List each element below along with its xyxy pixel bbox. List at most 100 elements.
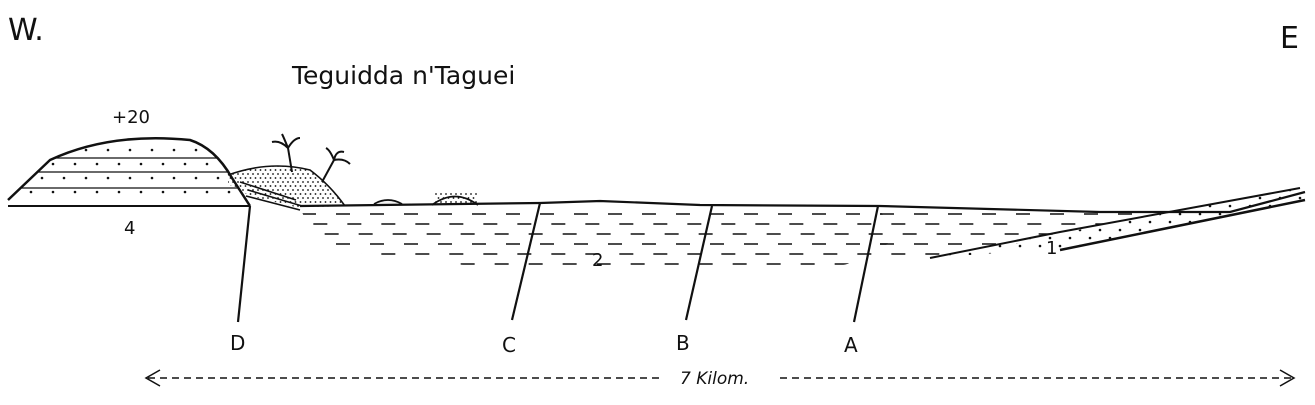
texture-dot: [267, 173, 269, 175]
texture-dot: [237, 166, 239, 167]
texture-dot: [465, 201, 467, 203]
texture-dot: [1218, 212, 1222, 216]
texture-dot: [254, 169, 257, 171]
texture-dot: [442, 197, 445, 199]
western-hill: [7, 136, 252, 207]
texture-dot: [274, 201, 277, 203]
texture-dot: [1188, 236, 1192, 240]
texture-dot: [247, 181, 249, 183]
texture-dot: [1168, 188, 1172, 192]
texture-dot: [29, 190, 33, 194]
texture-dot: [317, 197, 319, 199]
texture-dot: [234, 201, 237, 203]
texture-dot: [1018, 196, 1022, 200]
texture-dot: [329, 193, 332, 195]
texture-dot: [1058, 196, 1062, 200]
texture-dot: [1078, 196, 1082, 200]
texture-dot: [239, 185, 242, 187]
texture-dot: [1008, 220, 1012, 224]
texture-dot: [84, 148, 88, 152]
texture-dot: [455, 193, 457, 195]
texture-dot: [1168, 220, 1172, 224]
texture-dot: [1028, 204, 1032, 208]
texture-dot: [332, 197, 334, 199]
texture-dot: [435, 193, 437, 195]
texture-dot: [1268, 252, 1272, 256]
texture-dot: [1138, 196, 1142, 200]
texture-dot: [324, 185, 327, 187]
texture-dot: [1108, 188, 1112, 192]
texture-dot: [334, 177, 337, 179]
texture-dot: [317, 181, 319, 183]
texture-dot: [1158, 244, 1162, 248]
texture-dot: [284, 177, 287, 179]
east-label: E: [1280, 21, 1299, 56]
texture-dot: [299, 193, 302, 195]
texture-dot: [1268, 220, 1272, 224]
texture-dot: [257, 205, 259, 207]
texture-dot: [274, 169, 277, 171]
texture-dot: [327, 166, 329, 167]
texture-dot: [334, 185, 337, 187]
palm-tree-icon: [321, 147, 351, 183]
texture-dot: [279, 185, 282, 187]
texture-dot: [1198, 196, 1202, 200]
texture-dot: [324, 193, 327, 195]
texture-dot: [238, 148, 242, 152]
texture-dot: [183, 190, 187, 194]
texture-dot: [237, 173, 239, 175]
texture-dot: [1208, 220, 1212, 224]
texture-dot: [1288, 252, 1292, 256]
texture-dot: [329, 177, 332, 179]
texture-dot: [262, 197, 264, 199]
texture-dot: [1068, 252, 1072, 256]
texture-dot: [988, 204, 992, 208]
texture-dot: [1268, 204, 1272, 208]
texture-dot: [948, 236, 952, 240]
texture-dot: [249, 201, 252, 203]
texture-dot: [1178, 196, 1182, 200]
texture-dot: [262, 173, 264, 175]
texture-dot: [252, 173, 254, 175]
texture-dot: [249, 169, 252, 171]
texture-dot: [1058, 244, 1062, 248]
texture-dot: [1258, 212, 1262, 216]
texture-dot: [1148, 252, 1152, 256]
texture-dot: [242, 166, 244, 167]
texture-dot: [1018, 228, 1022, 232]
texture-dot: [274, 177, 277, 179]
texture-dot: [244, 177, 247, 179]
texture-dot: [938, 212, 942, 216]
fault-label-b: B: [676, 331, 690, 355]
texture-dot: [272, 173, 274, 175]
texture-dot: [467, 197, 470, 199]
texture-dot: [1168, 204, 1172, 208]
texture-dot: [1158, 196, 1162, 200]
texture-dot: [1248, 220, 1252, 224]
texture-dot: [447, 197, 450, 199]
texture-dot: [329, 201, 332, 203]
texture-dot: [332, 166, 334, 167]
texture-dot: [289, 185, 292, 187]
texture-dot: [988, 236, 992, 240]
texture-dot: [279, 169, 282, 171]
texture-dot: [322, 189, 324, 191]
texture-dot: [334, 169, 337, 171]
texture-dot: [205, 190, 209, 194]
texture-dot: [139, 190, 143, 194]
texture-dot: [18, 176, 22, 180]
texture-dot: [327, 197, 329, 199]
layer-4-label: 4: [124, 218, 135, 239]
texture-dot: [304, 169, 307, 171]
texture-dot: [216, 148, 220, 152]
texture-dot: [342, 181, 344, 183]
texture-dot: [435, 201, 437, 203]
texture-dot: [242, 189, 244, 191]
texture-dot: [312, 173, 314, 175]
texture-dot: [1038, 228, 1042, 232]
texture-dot: [307, 197, 309, 199]
texture-dot: [289, 193, 292, 195]
plain-surface: [299, 190, 1306, 214]
texture-dot: [342, 197, 344, 199]
